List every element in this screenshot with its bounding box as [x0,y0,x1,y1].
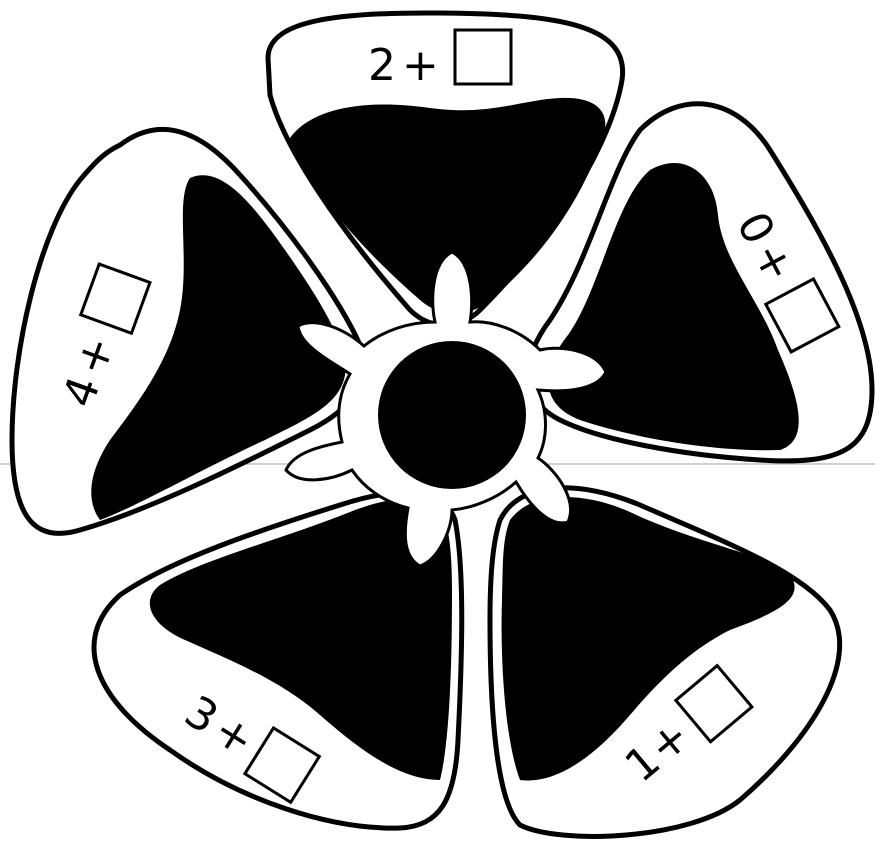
petal-bottom-right: 1 + [490,488,840,837]
plus-sign: + [402,40,439,91]
answer-box-top[interactable] [455,30,511,84]
center-core [378,341,526,489]
addend-2: 2 [368,40,396,91]
